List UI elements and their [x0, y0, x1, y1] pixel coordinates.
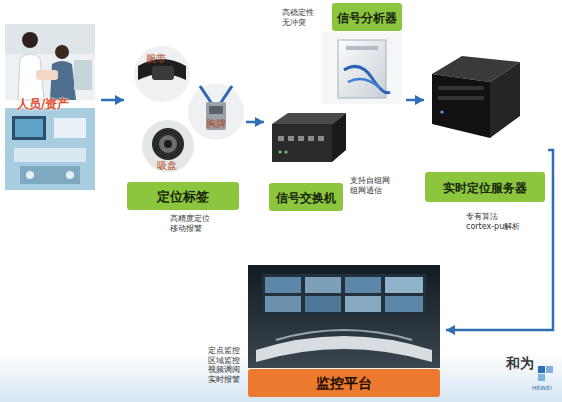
- node-title: 信号交换机: [276, 191, 336, 205]
- analyzer-group: 信号分析器: [322, 3, 405, 108]
- label-box: 人员/资产: [15, 92, 71, 114]
- wristband-photo: [134, 46, 190, 102]
- tag-name: 吸盘: [157, 160, 177, 172]
- platform-group: 监控平台: [245, 262, 445, 398]
- node-title: 实时定位服务器: [443, 181, 527, 195]
- logo-mark: [538, 366, 553, 381]
- equipment-photo: [5, 108, 95, 190]
- tag-name: 胸牌: [206, 118, 226, 130]
- label-box: 实时定位服务器: [425, 172, 545, 202]
- label-box: 监控平台: [248, 369, 440, 397]
- node-title: 人员/资产: [17, 97, 69, 111]
- control-room-photo: [248, 265, 440, 368]
- logo-text: HEWEI: [532, 384, 552, 391]
- tag-name: 腕带: [146, 53, 166, 65]
- server-group: 实时定位服务器: [425, 45, 548, 205]
- feature-note: 支持自组网 组网通信: [350, 176, 394, 195]
- feature-note: 高精度定位 移动报警: [170, 214, 214, 233]
- feature-note: 专有算法 cortex-pu解析: [466, 212, 528, 231]
- node-title: 定位标签: [157, 189, 209, 204]
- server-device: [432, 56, 520, 138]
- node-title: 监控平台: [316, 375, 372, 391]
- node-title: 信号分析器: [337, 11, 397, 25]
- switch-group: 信号交换机: [265, 112, 347, 212]
- badge-photo: [188, 84, 244, 140]
- feature-note: 高稳定性 无冲突: [282, 8, 318, 27]
- label-box: 信号分析器: [332, 3, 402, 31]
- switch-device: [272, 113, 346, 162]
- flow-arrow: [101, 95, 124, 105]
- tag-group: 定位标签: [125, 44, 245, 212]
- logo-text: 和为: [506, 355, 534, 372]
- flow-arrow: [246, 117, 264, 127]
- label-box: 信号交换机: [269, 183, 343, 211]
- flow-arrow: [406, 95, 424, 105]
- people-photo: [5, 24, 95, 100]
- label-box: 定位标签: [127, 182, 239, 210]
- suction-tag-photo: [142, 120, 194, 172]
- photo-group: 人员/资产: [5, 20, 100, 192]
- feature-note: 定点监控 区域监控 视频调阅 实时报警: [204, 346, 240, 384]
- analyzer-device: [322, 32, 402, 104]
